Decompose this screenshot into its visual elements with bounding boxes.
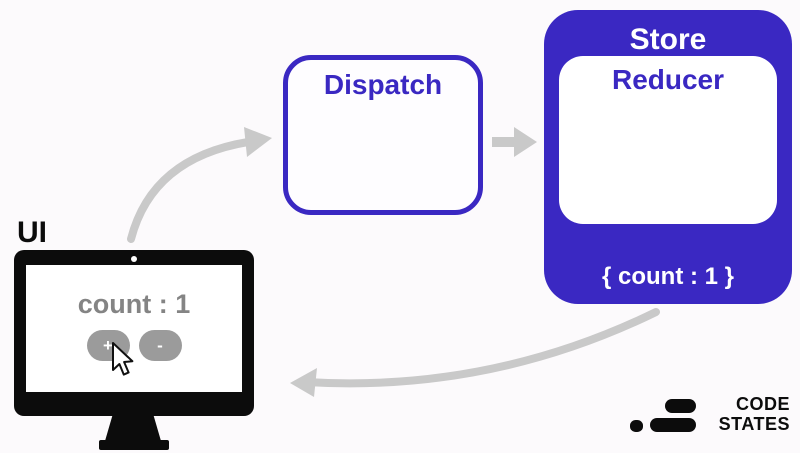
- monitor-stand-neck: [105, 416, 161, 441]
- cursor-pointer-shape: [112, 342, 134, 376]
- dispatch-label: Dispatch: [323, 69, 443, 100]
- logo-line2: STATES: [718, 413, 790, 434]
- monitor-illustration: count : 1 + -: [14, 250, 254, 416]
- arrow-shaft: [127, 138, 252, 243]
- dispatch-to-store-arrow-icon: [492, 127, 537, 157]
- store-to-ui-arrow-icon: [290, 308, 660, 397]
- count-display: count : 1: [77, 289, 191, 319]
- reducer-label: Reducer: [611, 64, 725, 95]
- monitor-screen: count : 1 + -: [26, 265, 242, 392]
- arrow-head: [290, 368, 317, 397]
- reducer-box: Reducer: [559, 56, 777, 224]
- dispatch-box: Dispatch: [283, 55, 483, 215]
- decrement-button: -: [138, 330, 182, 361]
- arrow-head: [514, 127, 537, 157]
- monitor-stand-base: [99, 440, 169, 450]
- arrow-shaft: [302, 308, 660, 388]
- store-label: Store: [629, 23, 707, 56]
- ui-to-dispatch-arrow-icon: [127, 127, 272, 243]
- codestates-logo: CODE STATES: [630, 394, 790, 435]
- cursor-icon: [112, 342, 134, 376]
- logo-dot: [630, 420, 643, 432]
- codestates-logo-icon: [630, 394, 697, 435]
- store-box: Store Reducer { count : 1 }: [544, 10, 792, 304]
- logo-line1: CODE: [735, 394, 790, 415]
- codestates-logo-text: CODE STATES: [704, 394, 790, 434]
- ui-label: UI: [17, 216, 47, 249]
- logo-pill-top: [665, 399, 696, 413]
- camera-dot-icon: [131, 256, 137, 262]
- store-state-text: { count : 1 }: [601, 263, 734, 290]
- logo-pill-bottom: [650, 418, 696, 432]
- arrow-head: [244, 127, 272, 157]
